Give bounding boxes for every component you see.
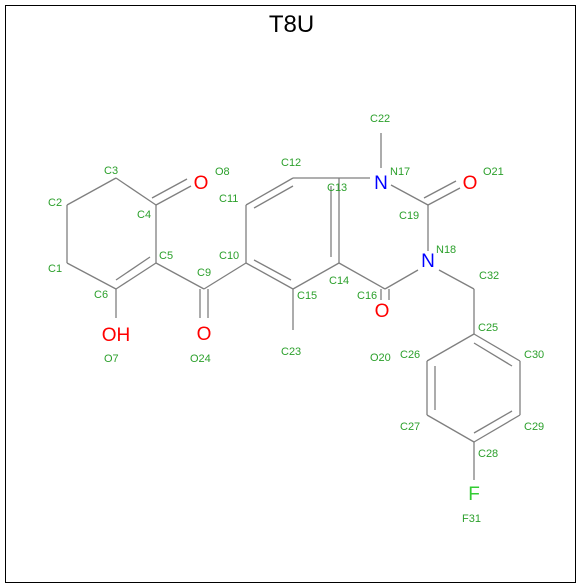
- label-c22: C22: [370, 113, 390, 125]
- atom-o21: O: [463, 173, 478, 194]
- bond-c19-o21-double: [423, 180, 457, 199]
- bond-c4-o8-double: [151, 178, 188, 199]
- bond-c6-c1: [66, 262, 117, 290]
- bond-c19-o21: [427, 187, 461, 206]
- atom-labels: C1 C2 C3 C4 C5 C6 O7 O8 C9 C10 C11 C12 C…: [48, 113, 544, 525]
- label-c28: C28: [478, 448, 498, 460]
- bond-c16-c14: [338, 262, 386, 290]
- label-o8: O8: [215, 166, 230, 178]
- bond-c15-c10-double: [253, 259, 292, 281]
- label-c16: C16: [357, 290, 377, 302]
- label-n17: N17: [390, 166, 410, 178]
- label-c5: C5: [159, 250, 173, 262]
- bonds: [66, 133, 521, 480]
- label-c6: C6: [94, 289, 108, 301]
- atoms: O OH O N N O O F: [102, 173, 480, 505]
- atom-n17: N: [374, 173, 388, 194]
- bond-c30-c25-double: [473, 342, 513, 367]
- label-c15: C15: [297, 290, 317, 302]
- label-c25: C25: [478, 322, 498, 334]
- bond-c15-c10: [245, 262, 294, 290]
- bond-c28-c29-double: [473, 410, 513, 434]
- label-c11: C11: [219, 193, 238, 205]
- label-c3: C3: [104, 165, 118, 177]
- label-c1: C1: [48, 263, 62, 275]
- label-c26: C26: [400, 349, 420, 361]
- atom-o8: O: [194, 173, 209, 194]
- label-f31: F31: [462, 513, 481, 525]
- label-c32: C32: [479, 270, 499, 282]
- atom-o20: O: [375, 301, 390, 322]
- bond-c30-c25: [473, 333, 521, 362]
- bond-c27-c28: [426, 414, 475, 443]
- bond-c14-c15: [292, 262, 340, 290]
- label-c12: C12: [281, 157, 301, 169]
- atom-n18: N: [421, 251, 435, 272]
- molecule-title: T8U: [268, 11, 315, 38]
- label-o20: O20: [370, 352, 391, 364]
- bond-c11-c12: [245, 177, 294, 206]
- label-c19: C19: [399, 210, 419, 222]
- atom-o7: OH: [102, 325, 131, 346]
- label-o21: O21: [483, 166, 504, 178]
- bond-c5-c6-double: [115, 256, 151, 281]
- bond-c3-c4: [115, 177, 157, 206]
- label-c4: C4: [137, 209, 151, 221]
- bond-c5-c6: [115, 262, 157, 290]
- bond-c4-o8: [155, 185, 192, 206]
- bond-c28-c29: [473, 414, 521, 443]
- bond-c9-c10: [203, 262, 247, 290]
- bond-n17-c19: [390, 184, 429, 206]
- label-c13: C13: [327, 182, 347, 194]
- bond-c11-c12-double: [253, 185, 294, 209]
- bond-c5-c9: [155, 262, 205, 290]
- atom-o24: O: [197, 324, 212, 345]
- label-c29: C29: [524, 421, 544, 433]
- label-c9: C9: [197, 267, 211, 279]
- diagram-frame: [5, 5, 576, 583]
- label-c23: C23: [281, 346, 301, 358]
- label-o24: O24: [190, 353, 211, 365]
- atom-f31: F: [468, 484, 480, 505]
- label-c30: C30: [524, 349, 544, 361]
- label-c10: C10: [219, 250, 239, 262]
- bond-n18-c16: [384, 269, 419, 290]
- label-c14: C14: [329, 275, 349, 287]
- label-o7: O7: [104, 353, 119, 365]
- label-c2: C2: [48, 197, 62, 209]
- bond-n18-c32: [438, 269, 475, 290]
- label-c27: C27: [400, 421, 420, 433]
- label-n18: N18: [436, 244, 456, 256]
- bond-c2-c3: [66, 177, 117, 206]
- bond-c25-c26: [426, 333, 475, 362]
